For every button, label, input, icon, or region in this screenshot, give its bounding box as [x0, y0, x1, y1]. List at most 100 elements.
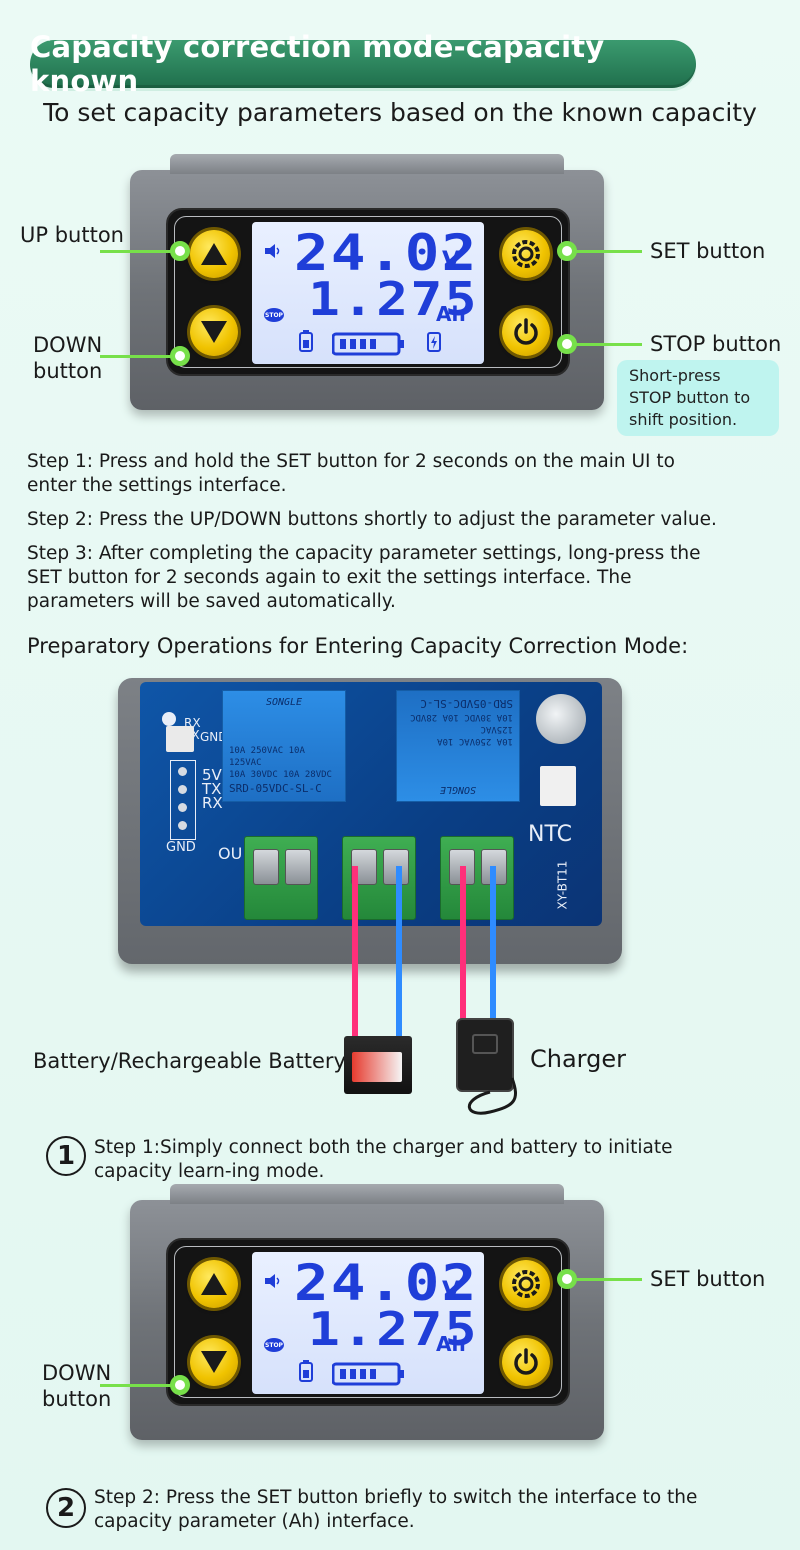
lcd-screen-2: 24.02 V 1.275 Ah STOP [252, 1252, 484, 1394]
set-button[interactable] [502, 230, 550, 278]
triangle-up-icon [201, 1273, 227, 1295]
pin-label-tx-2: TX [202, 780, 222, 798]
battery-small-icon [299, 1360, 313, 1382]
mode-step-1: Step 1:Simply connect both the charger a… [94, 1137, 673, 1182]
relay-model-2: SRD-05VDC-SL-C [420, 697, 513, 710]
set-callout-line [572, 250, 642, 253]
controller-board-case: RX TX GND 5V TX RX GND SONGLE 10A 250VAC… [118, 678, 622, 964]
charger-red-wire [460, 866, 466, 1022]
stop-button[interactable] [502, 308, 550, 356]
meter-device-top: 24.02 V 1.275 Ah STOP [130, 154, 604, 410]
up-callout-dot [170, 241, 190, 261]
down-button[interactable] [190, 308, 238, 356]
ntc-connector [540, 766, 576, 806]
relay-model: SRD-05VDC-SL-C [229, 782, 322, 795]
section-subtitle: To set capacity parameters based on the … [43, 98, 757, 127]
settings-step-3: Step 3: After completing the capacity pa… [27, 543, 701, 612]
gear-icon [512, 1270, 540, 1298]
capacity-readout-2: 1.275 [308, 1302, 479, 1356]
board-id: XY-BT11 [555, 860, 570, 910]
charger-image [456, 1018, 514, 1092]
triangle-down-icon [201, 1351, 227, 1373]
stop-badge: STOP [264, 308, 284, 322]
power-icon [514, 318, 538, 345]
up-button[interactable] [190, 230, 238, 278]
meter-device-bottom: 24.02 V 1.275 Ah STOP [130, 1184, 604, 1440]
down-callout-line [100, 355, 178, 358]
charging-icon [427, 332, 441, 352]
down-callout-line-2 [100, 1384, 178, 1387]
terminal-charger [440, 836, 514, 920]
step-number-2: 2 [46, 1488, 86, 1528]
bezel-inner-line [174, 216, 562, 368]
relay-brand-2: SONGLE [439, 784, 477, 795]
down-button-label: DOWN button [33, 333, 103, 383]
capacitor [536, 694, 586, 744]
charger-blue-wire [490, 866, 496, 1022]
triangle-up-icon [201, 243, 227, 265]
stop-tip-box: Short-press STOP button to shift positio… [617, 360, 779, 436]
set-button-label: SET button [650, 239, 766, 263]
capacity-readout: 1.275 [308, 272, 479, 326]
capacity-unit-2: Ah [436, 1332, 466, 1356]
mode-step-2: Step 2: Press the SET button briefly to … [94, 1487, 698, 1532]
pin-label-rx-2: RX [202, 794, 223, 812]
speaker-icon [265, 1274, 280, 1288]
lcd-screen: 24.02 V 1.275 Ah STOP [252, 222, 484, 364]
relay-spec-1: 10A 250VAC 10A 125VAC [229, 746, 305, 768]
settings-step-2: Step 2: Press the UP/DOWN buttons shortl… [27, 509, 717, 530]
set-callout-line-2 [572, 1278, 642, 1281]
power-icon [514, 1348, 538, 1375]
down-callout-dot [170, 346, 190, 366]
uart-connector [166, 726, 194, 752]
relay-brand: SONGLE [265, 697, 303, 708]
prep-title: Preparatory Operations for Entering Capa… [27, 634, 689, 658]
set-button-2[interactable] [502, 1260, 550, 1308]
relay-spec-2: 10A 30VDC 10A 28VDC [229, 770, 332, 780]
out-label: OU [218, 844, 243, 863]
battery-level-icon [332, 1362, 404, 1386]
battery-image [344, 1036, 412, 1094]
battery-red-wire [352, 866, 358, 1038]
settings-step-1: Step 1: Press and hold the SET button fo… [27, 451, 675, 496]
triangle-down-icon [201, 321, 227, 343]
relay-spec-3: 10A 250VAC 10A 125VAC [437, 724, 513, 746]
pin-label-gnd: GND [166, 840, 196, 855]
relay-left: SONGLE 10A 250VAC 10A 125VAC 10A 30VDC 1… [222, 690, 346, 802]
battery-label: Battery/Rechargeable Battery [33, 1049, 346, 1073]
speaker-icon [265, 244, 280, 258]
voltage-unit: V [442, 246, 461, 274]
up-callout-line [100, 250, 178, 253]
stop-callout-line [572, 343, 642, 346]
pin-header [170, 760, 196, 840]
battery-blue-wire [396, 866, 402, 1038]
voltage-readout: 24.02 [294, 224, 479, 282]
voltage-readout-2: 24.02 [294, 1254, 479, 1312]
terminal-out [244, 836, 318, 920]
set-button-label-2: SET button [650, 1267, 766, 1291]
charger-label: Charger [530, 1045, 626, 1073]
voltage-unit-2: V [442, 1276, 461, 1304]
step-number-1: 1 [46, 1136, 86, 1176]
ntc-label: NTC [528, 822, 572, 847]
section-title-banner: Capacity correction mode-capacity known [30, 30, 696, 98]
charger-cable-icon [467, 1077, 517, 1115]
relay-right: SONGLE 10A 250VAC 10A 125VAC 10A 30VDC 1… [396, 690, 520, 802]
meter-top-lip [170, 154, 564, 174]
battery-level-icon [332, 332, 404, 356]
up-button-label: UP button [20, 223, 124, 247]
down-button-2[interactable] [190, 1338, 238, 1386]
relay-spec-4: 10A 30VDC 10A 28VDC [410, 712, 513, 722]
down-button-label-2: DOWN button [42, 1361, 112, 1411]
stop-button-2[interactable] [502, 1338, 550, 1386]
pcb-board: RX TX GND 5V TX RX GND SONGLE 10A 250VAC… [140, 682, 602, 926]
meter-bezel: 24.02 V 1.275 Ah STOP [166, 208, 570, 376]
pin-label-5v: 5V [202, 766, 222, 784]
stop-button-label: STOP button [650, 332, 782, 356]
mount-hole [162, 712, 176, 726]
meter-bezel-bottom: 24.02 V 1.275 Ah STOP [166, 1238, 570, 1406]
up-button-2[interactable] [190, 1260, 238, 1308]
battery-small-icon [299, 330, 313, 352]
gear-icon [512, 240, 540, 268]
capacity-unit: Ah [436, 302, 466, 326]
